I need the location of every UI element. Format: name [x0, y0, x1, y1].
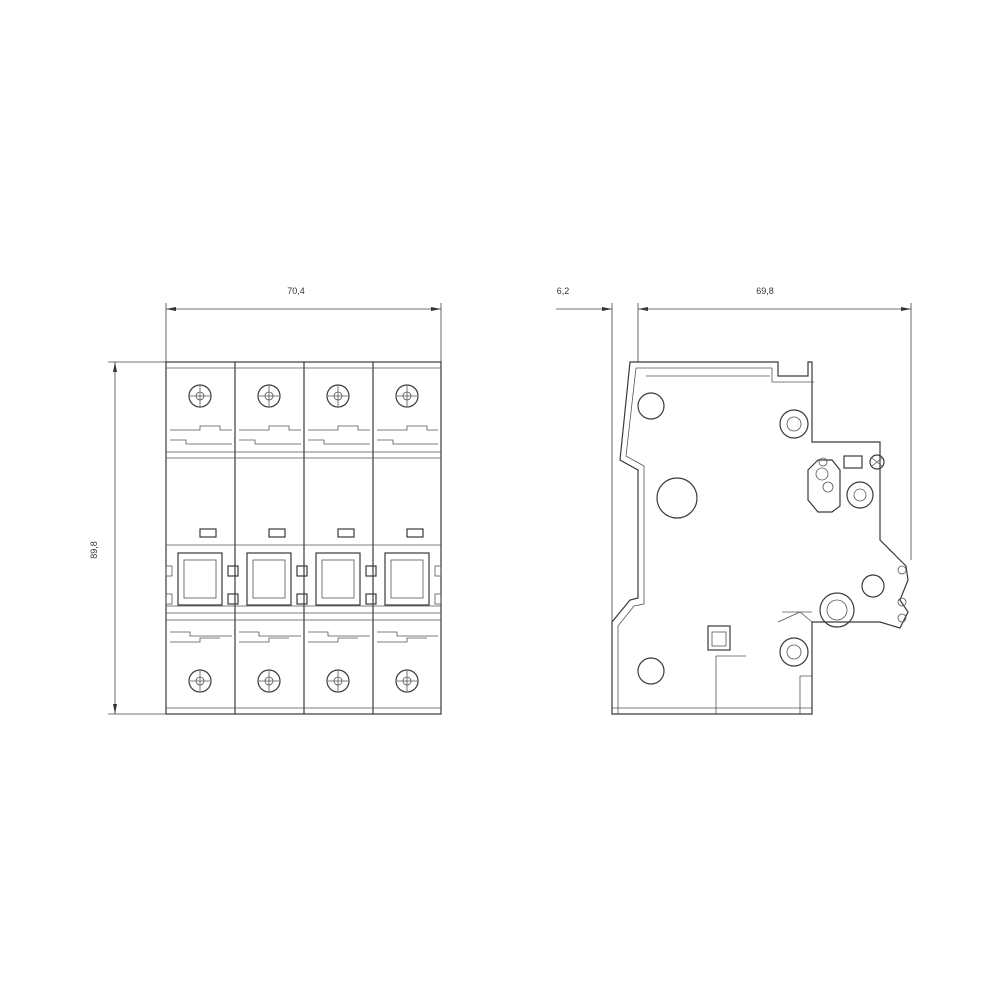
front-height-label: 89,8 — [89, 541, 99, 559]
side-offset-label: 6,2 — [557, 286, 570, 296]
front-width-label: 70,4 — [287, 286, 305, 296]
pole-4 — [377, 384, 438, 693]
indicator-window — [843, 455, 863, 469]
front-width-dimension: 70,4 — [165, 286, 442, 362]
pole-2 — [239, 384, 308, 693]
pole-3 — [308, 384, 377, 693]
terminal-window — [707, 625, 731, 651]
mounting-hole-top — [637, 392, 665, 420]
pole-1 — [170, 384, 239, 693]
screw-head-icon — [869, 454, 885, 470]
front-view — [165, 361, 442, 715]
front-height-dimension: 89,8 — [89, 361, 166, 715]
side-view — [611, 361, 909, 715]
side-offset-dimension: 6,2 — [556, 286, 648, 714]
mounting-hole-bottom — [637, 657, 665, 685]
side-depth-dimension: 69,8 — [638, 286, 912, 560]
side-depth-label: 69,8 — [756, 286, 774, 296]
mounting-hole-center — [656, 477, 698, 519]
